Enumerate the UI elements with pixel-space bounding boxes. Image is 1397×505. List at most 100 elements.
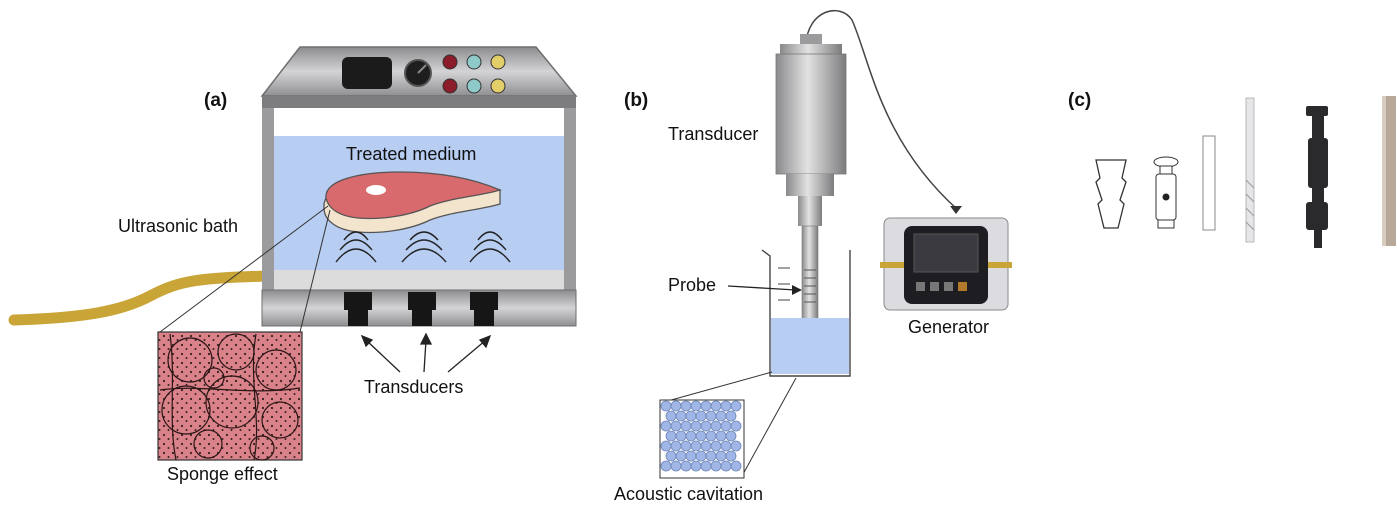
cavitation-bubble (660, 460, 672, 472)
cavitation-bubble (660, 400, 672, 412)
teal-button-icon (466, 54, 482, 70)
acoustic-cavitation-inset (659, 399, 745, 479)
cavitation-bubble (665, 430, 677, 442)
panel-b: (b) Transducer (614, 10, 1012, 504)
transducer-label: Transducer (668, 124, 758, 144)
yellow-button-icon (490, 54, 506, 70)
cavitation-bubble (715, 430, 727, 442)
bath-frame-right (564, 108, 576, 290)
treated-medium-label: Treated medium (346, 144, 476, 164)
transducer-arrows (360, 332, 492, 373)
probe-arrow-icon (792, 285, 802, 295)
thin-rod (1202, 135, 1216, 231)
cavitation-bubble (725, 410, 737, 422)
cavitation-bubble (670, 440, 682, 452)
cable-arrow-icon (950, 206, 962, 214)
cavitation-bubble (695, 410, 707, 422)
cavitation-bubble (670, 420, 682, 432)
panel-a-label: (a) (204, 90, 227, 111)
cavitation-bubble (665, 410, 677, 422)
panel-c: (c) (1068, 90, 1396, 248)
cavitation-bubble (695, 450, 707, 462)
cavitation-bubble (665, 450, 677, 462)
power-cable (8, 270, 274, 326)
cavitation-bubble (685, 410, 697, 422)
threaded-microtip (1245, 97, 1255, 243)
cavitation-bubble (710, 460, 722, 472)
probe-horn (801, 225, 819, 323)
beaker (761, 249, 851, 377)
stepped-horn-tip (1095, 159, 1127, 229)
cavitation-bubble (700, 460, 712, 472)
cavitation-bubble (690, 460, 702, 472)
bath-floor (274, 270, 564, 290)
transducers-label: Transducers (364, 377, 463, 397)
probe-pointer (727, 285, 797, 291)
cavitation-bubble (725, 430, 737, 442)
cavitation-bubble (710, 420, 722, 432)
cavitation-bubble (700, 440, 712, 452)
cavitation-bubble (690, 400, 702, 412)
cavitation-bubble (660, 440, 672, 452)
zoom-line (159, 205, 329, 333)
probe-transducer (775, 34, 847, 323)
probe-label: Probe (668, 275, 716, 295)
bath-transducers (344, 292, 498, 326)
panel-b-label: (b) (624, 90, 648, 111)
cavitation-bubble (725, 450, 737, 462)
cavitation-bubble (675, 430, 687, 442)
cavitation-bubble (720, 400, 732, 412)
panel-a: (a) Treated medium (8, 46, 578, 484)
teal-button-icon (466, 78, 482, 94)
cavitation-bubble (705, 450, 717, 462)
cavitation-bubble (710, 440, 722, 452)
cavitation-bubble (700, 400, 712, 412)
display-panel (342, 57, 392, 89)
sponge-effect-inset (157, 331, 303, 461)
cavitation-bubble (710, 400, 722, 412)
black-probe (1306, 106, 1328, 248)
bath-lid (260, 46, 578, 108)
cavitation-bubble (670, 400, 682, 412)
cavitation-bubble (680, 460, 692, 472)
cavitation-bubble (705, 430, 717, 442)
generator-cable (805, 10, 959, 211)
cavitation-bubble (680, 440, 692, 452)
booster-tip (1153, 156, 1179, 229)
cavitation-bubble (675, 450, 687, 462)
cavitation-bubble (730, 400, 742, 412)
cavitation-bubble (695, 430, 707, 442)
cavitation-bubble (680, 400, 692, 412)
red-button-icon (442, 78, 458, 94)
bath-air-gap (274, 110, 564, 136)
cavitation-bubble (705, 410, 717, 422)
ultrasonic-bath-label: Ultrasonic bath (118, 216, 238, 236)
cavitation-bubble (700, 420, 712, 432)
acoustic-cavitation-label: Acoustic cavitation (614, 484, 763, 504)
cavitation-bubble (660, 420, 672, 432)
cavitation-bubble (690, 440, 702, 452)
cavitation-bubble (680, 420, 692, 432)
cavitation-bubble (720, 460, 732, 472)
ultrasonic-waves (335, 231, 511, 263)
cavitation-bubble (675, 410, 687, 422)
cavitation-bubble (720, 420, 732, 432)
cavitation-bubble (690, 420, 702, 432)
cavitation-bubble (715, 410, 727, 422)
cavitation-bubble (730, 460, 742, 472)
yellow-button-icon (490, 78, 506, 94)
cavitation-bubble (730, 420, 742, 432)
cavitation-bubble (685, 430, 697, 442)
zoom-line (741, 377, 797, 477)
zoom-line (299, 209, 331, 333)
bath-frame-left (262, 108, 274, 290)
cavitation-bubble (720, 440, 732, 452)
panel-c-label: (c) (1068, 90, 1091, 111)
zoom-line (663, 371, 773, 403)
generator-label: Generator (908, 317, 989, 337)
sponge-effect-label: Sponge effect (167, 464, 278, 484)
cavitation-bubble (715, 450, 727, 462)
red-button-icon (442, 54, 458, 70)
generator-screen (913, 233, 979, 273)
